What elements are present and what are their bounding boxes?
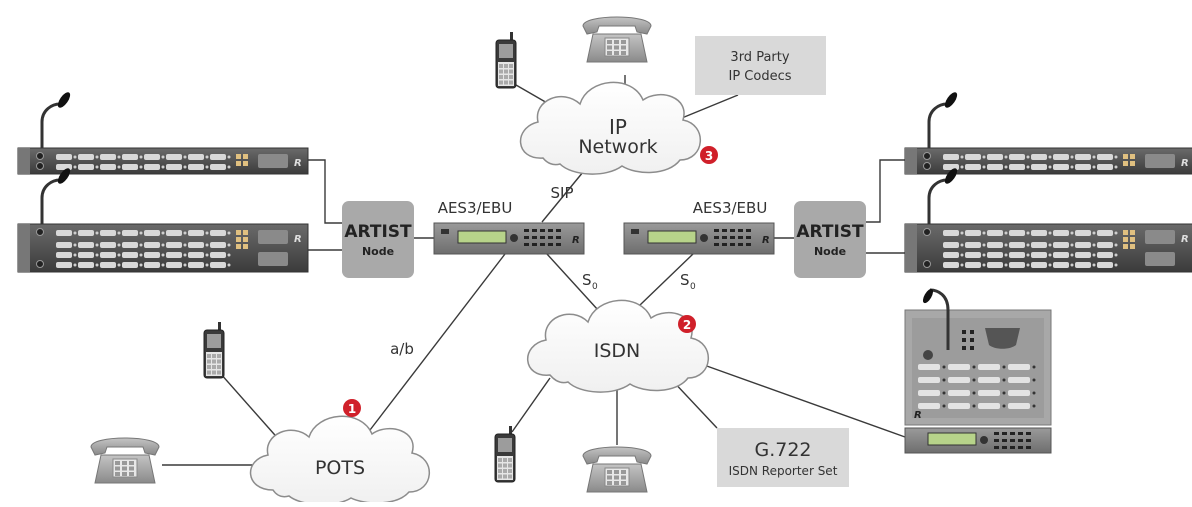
svg-text:G.722: G.722 <box>754 439 811 461</box>
artist-node-left: ARTIST Node <box>342 201 414 278</box>
svg-text:IP Codecs: IP Codecs <box>728 69 791 84</box>
codec-unit-right: R <box>623 222 775 255</box>
svg-text:2: 2 <box>683 318 691 332</box>
svg-text:R: R <box>294 158 302 169</box>
ip-cloud-line2: Network <box>578 136 657 158</box>
gooseneck-mic-icon <box>40 178 61 224</box>
aes-right-label: AES3/EBU <box>693 199 768 217</box>
svg-text:R: R <box>914 410 922 421</box>
artist-right-brand: ARTIST <box>796 222 864 242</box>
ab-label: a/b <box>390 340 414 358</box>
telephones <box>90 16 652 493</box>
mic-panel-right-bottom: R <box>904 168 1192 273</box>
svg-text:0: 0 <box>690 282 696 292</box>
svg-text:3rd Party: 3rd Party <box>730 50 789 65</box>
mic-panel-left-bottom: R <box>17 168 309 273</box>
third-party-box: 3rd Party IP Codecs <box>695 36 826 95</box>
gooseneck-mic-icon <box>927 178 948 224</box>
desk-phone-pots <box>90 437 160 484</box>
gooseneck-mic-icon <box>40 102 61 148</box>
svg-text:S: S <box>582 271 592 289</box>
svg-text:ISDN Reporter Set: ISDN Reporter Set <box>729 464 838 478</box>
aes-left-label: AES3/EBU <box>438 199 513 217</box>
connection-lines <box>162 75 906 466</box>
artist-node-right: ARTIST Node <box>794 201 866 278</box>
mobile-phone-isdn <box>494 426 516 483</box>
badge-3: 3 <box>700 146 718 164</box>
svg-text:R: R <box>1181 234 1189 245</box>
pots-cloud-label: POTS <box>315 457 365 479</box>
svg-text:R: R <box>762 235 770 246</box>
desk-phone-isdn <box>582 446 652 493</box>
svg-text:R: R <box>572 235 580 246</box>
mic-panel-left-top: R <box>17 92 309 175</box>
s0-right-label: S 0 <box>680 271 696 292</box>
mobile-phone-pots <box>203 322 225 379</box>
mobile-phone-ip <box>495 32 517 89</box>
pots-cloud: POTS <box>249 415 430 506</box>
svg-text:3: 3 <box>705 149 713 163</box>
svg-text:1: 1 <box>348 402 356 416</box>
svg-text:R: R <box>1181 158 1189 169</box>
codec-unit-left: R <box>433 222 585 255</box>
s0-left-label: S 0 <box>582 271 598 292</box>
mic-panel-right-top: R <box>904 92 1192 175</box>
ip-cloud-line1: IP <box>609 115 627 139</box>
sip-label: SIP <box>551 184 574 202</box>
artist-left-sub: Node <box>362 245 394 258</box>
microphone-panels: R R R R <box>17 92 1192 273</box>
gooseneck-mic-icon <box>927 102 948 148</box>
isdn-cloud: ISDN <box>527 299 709 393</box>
g722-box: G.722 ISDN Reporter Set <box>717 428 849 487</box>
badge-2: 2 <box>678 315 696 333</box>
reporter-panel: R <box>904 288 1052 454</box>
desk-phone-ip <box>582 16 652 63</box>
artist-left-brand: ARTIST <box>344 222 412 242</box>
svg-text:R: R <box>294 234 302 245</box>
isdn-cloud-label: ISDN <box>594 340 641 362</box>
badge-1: 1 <box>343 399 361 417</box>
ip-network-cloud: IP Network <box>519 81 701 175</box>
artist-right-sub: Node <box>814 245 846 258</box>
svg-text:0: 0 <box>592 282 598 292</box>
svg-text:S: S <box>680 271 690 289</box>
